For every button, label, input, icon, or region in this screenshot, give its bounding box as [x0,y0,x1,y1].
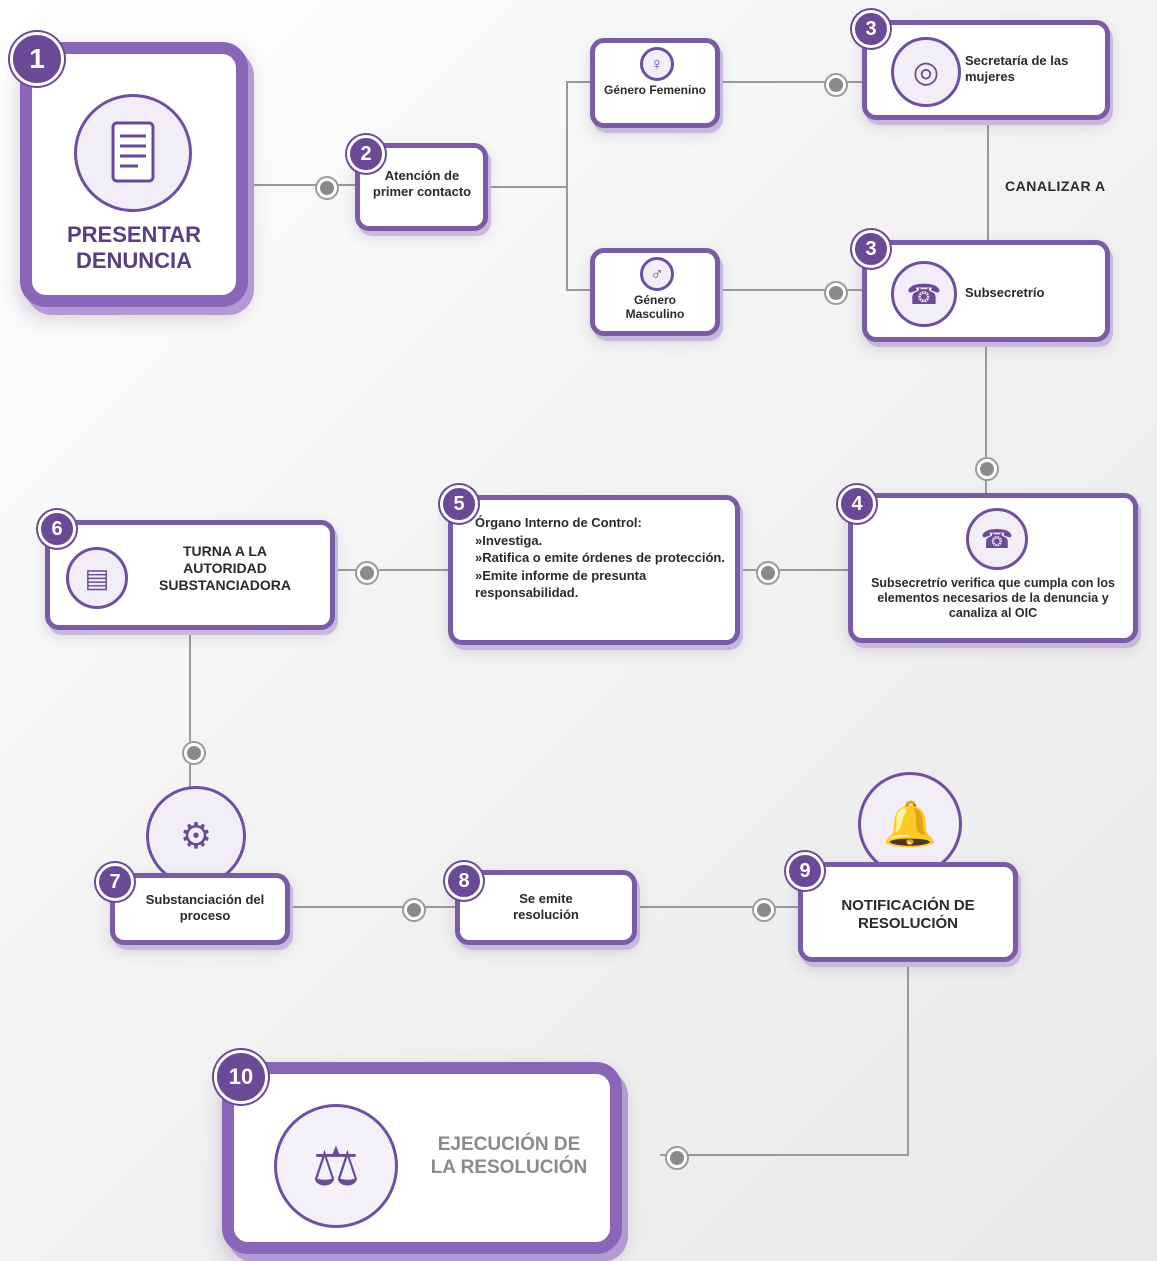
step-9-box: NOTIFICACIÓN DE RESOLUCIÓN [798,862,1018,962]
gavel-icon: ⚖ [274,1104,398,1228]
step-5-item: »Ratifica o emite órdenes de protección. [475,550,725,566]
connector-dot [404,900,424,920]
step-7-label: Substanciación del proceso [145,892,265,923]
step-3b-label: Subsecretrío [965,285,1045,300]
female-label: Género Femenino [603,83,707,97]
step-9-badge: 9 [786,852,824,890]
step-1-badge: 1 [10,32,64,86]
step-2-badge: 2 [347,135,385,173]
connector-dot [667,1148,687,1168]
step-4-label: Subsecretrío verifica que cumpla con los… [871,576,1115,620]
connector-dot [826,283,846,303]
canalizar-label: CANALIZAR A [1005,178,1106,194]
male-box: ♂ Género Masculino [590,248,720,336]
step-5-list: Órgano Interno de Control: »Investiga. »… [475,514,725,602]
step-5-item: »Investiga. [475,532,543,548]
step-3b-box: ☎ Subsecretrío [862,240,1110,342]
step-5-box: Órgano Interno de Control: »Investiga. »… [448,495,740,645]
bell-icon: 🔔 [858,772,962,876]
step-6-badge: 6 [38,510,76,548]
step-3a-label: Secretaría de las mujeres [965,53,1069,84]
step-3a-badge: 3 [852,10,890,48]
step-3a-box: ◎ Secretaría de las mujeres [862,20,1110,120]
step-2-label: Atención de primer contacto [372,168,472,199]
connector-dot [754,900,774,920]
female-icon: ♀ [640,47,674,81]
step-5-item: »Emite informe de presunta responsabilid… [475,567,647,601]
connector-dot [184,743,204,763]
connector-dot [317,178,337,198]
step-8-label: Se emite resolución [513,891,579,922]
step-8-badge: 8 [445,862,483,900]
step-9-label: NOTIFICACIÓN DE RESOLUCIÓN [841,897,975,932]
step-6-box: ▤ TURNA A LA AUTORIDAD SUBSTANCIADORA [45,520,335,630]
step-7-box: Substanciación del proceso [110,873,290,945]
step-4-box: ☎ Subsecretrío verifica que cumpla con l… [848,493,1138,643]
step-4-badge: 4 [838,485,876,523]
office-icon: ☎ [966,508,1028,570]
connector-dot [826,75,846,95]
step-3b-badge: 3 [852,230,890,268]
step-6-label: TURNA A LA AUTORIDAD SUBSTANCIADORA [159,543,291,593]
globe-icon: ◎ [891,37,961,107]
process-icon: ⚙ [146,786,246,886]
connector-dot [758,563,778,583]
step-5-title: Órgano Interno de Control: [475,515,642,530]
office-icon: ☎ [891,261,957,327]
step-8-box: Se emite resolución [455,870,637,945]
male-icon: ♂ [640,257,674,291]
connector-dot [357,563,377,583]
step-10-badge: 10 [214,1050,268,1104]
step-7-badge: 7 [96,863,134,901]
step-5-badge: 5 [440,485,478,523]
male-label: Género Masculino [625,293,685,322]
female-box: ♀ Género Femenino [590,38,720,128]
connector-dot [977,459,997,479]
document-icon [74,94,192,212]
folder-icon: ▤ [66,547,128,609]
step-2-box: Atención de primer contacto [355,143,488,231]
